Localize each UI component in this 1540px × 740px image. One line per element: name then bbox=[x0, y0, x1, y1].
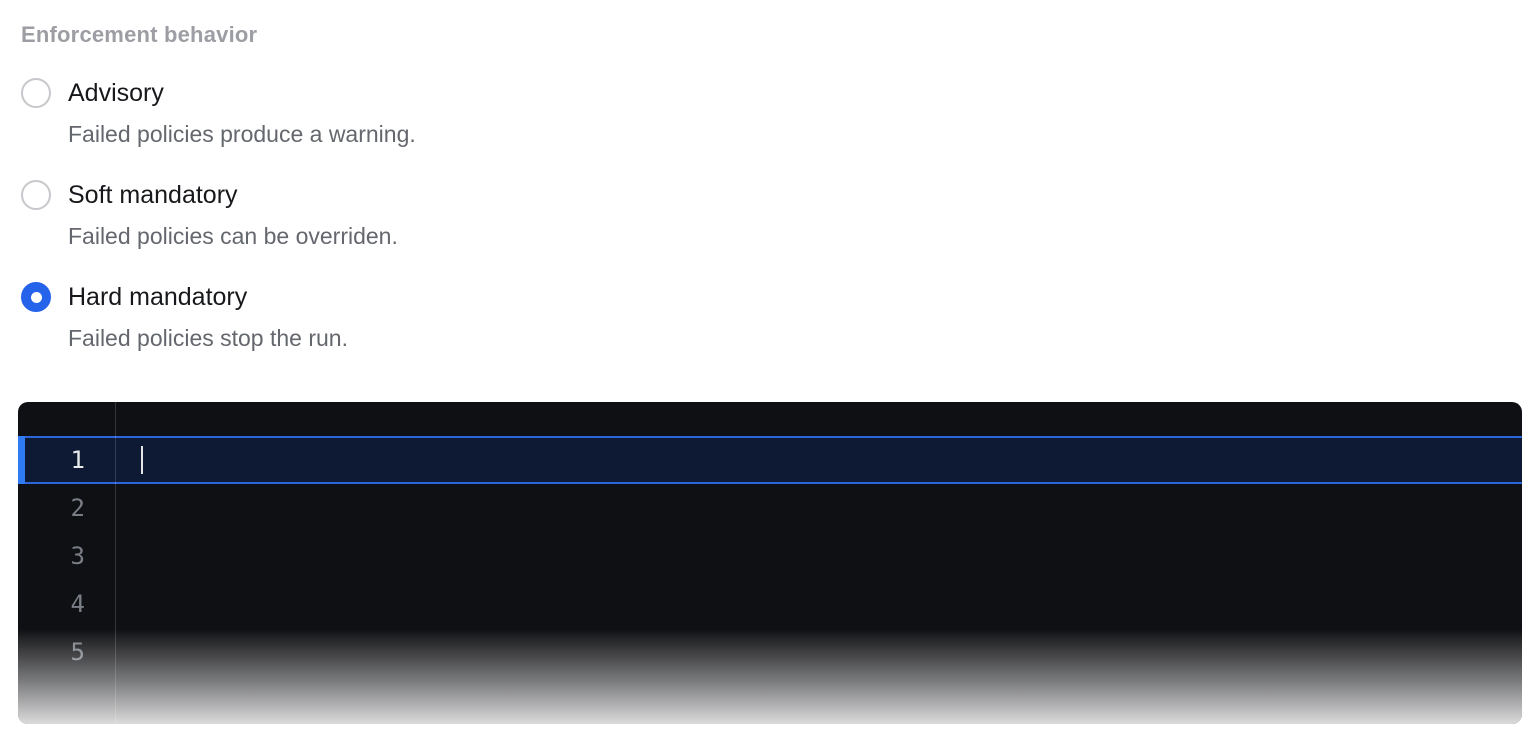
option-advisory-description: Failed policies produce a warning. bbox=[68, 121, 416, 147]
editor-line[interactable]: 2 bbox=[18, 484, 1522, 532]
option-soft-mandatory: Soft mandatory Failed policies can be ov… bbox=[21, 180, 1522, 250]
option-soft-mandatory-label: Soft mandatory bbox=[68, 180, 238, 209]
option-advisory: Advisory Failed policies produce a warni… bbox=[21, 78, 1522, 148]
code-editor[interactable]: 1 2 3 4 5 bbox=[18, 402, 1522, 724]
editor-line[interactable]: 1 bbox=[18, 436, 1522, 484]
editor-lines[interactable]: 1 2 3 4 5 bbox=[18, 402, 1522, 676]
radio-hard-mandatory[interactable] bbox=[21, 282, 51, 312]
option-hard-mandatory-row[interactable]: Hard mandatory bbox=[21, 282, 1522, 312]
line-number: 1 bbox=[70, 446, 85, 474]
line-number: 4 bbox=[70, 590, 85, 618]
editor-line-content[interactable] bbox=[115, 446, 1522, 474]
line-number: 5 bbox=[70, 638, 85, 666]
option-hard-mandatory-label: Hard mandatory bbox=[68, 282, 248, 311]
line-number: 3 bbox=[70, 542, 85, 570]
editor-line[interactable]: 3 bbox=[18, 532, 1522, 580]
editor-line[interactable]: 4 bbox=[18, 580, 1522, 628]
enforcement-settings-panel: Enforcement behavior Advisory Failed pol… bbox=[0, 0, 1540, 352]
editor-gutter-separator bbox=[115, 402, 116, 724]
editor-line[interactable]: 5 bbox=[18, 628, 1522, 676]
enforcement-radio-group: Advisory Failed policies produce a warni… bbox=[21, 78, 1522, 352]
text-cursor bbox=[141, 446, 143, 474]
option-soft-mandatory-row[interactable]: Soft mandatory bbox=[21, 180, 1522, 210]
radio-soft-mandatory[interactable] bbox=[21, 180, 51, 210]
option-hard-mandatory-description: Failed policies stop the run. bbox=[68, 325, 348, 351]
option-advisory-row[interactable]: Advisory bbox=[21, 78, 1522, 108]
enforcement-behavior-label: Enforcement behavior bbox=[21, 22, 258, 47]
option-advisory-label: Advisory bbox=[68, 78, 164, 107]
option-soft-mandatory-description: Failed policies can be overriden. bbox=[68, 223, 398, 249]
line-number: 2 bbox=[70, 494, 85, 522]
option-hard-mandatory: Hard mandatory Failed policies stop the … bbox=[21, 282, 1522, 352]
radio-advisory[interactable] bbox=[21, 78, 51, 108]
